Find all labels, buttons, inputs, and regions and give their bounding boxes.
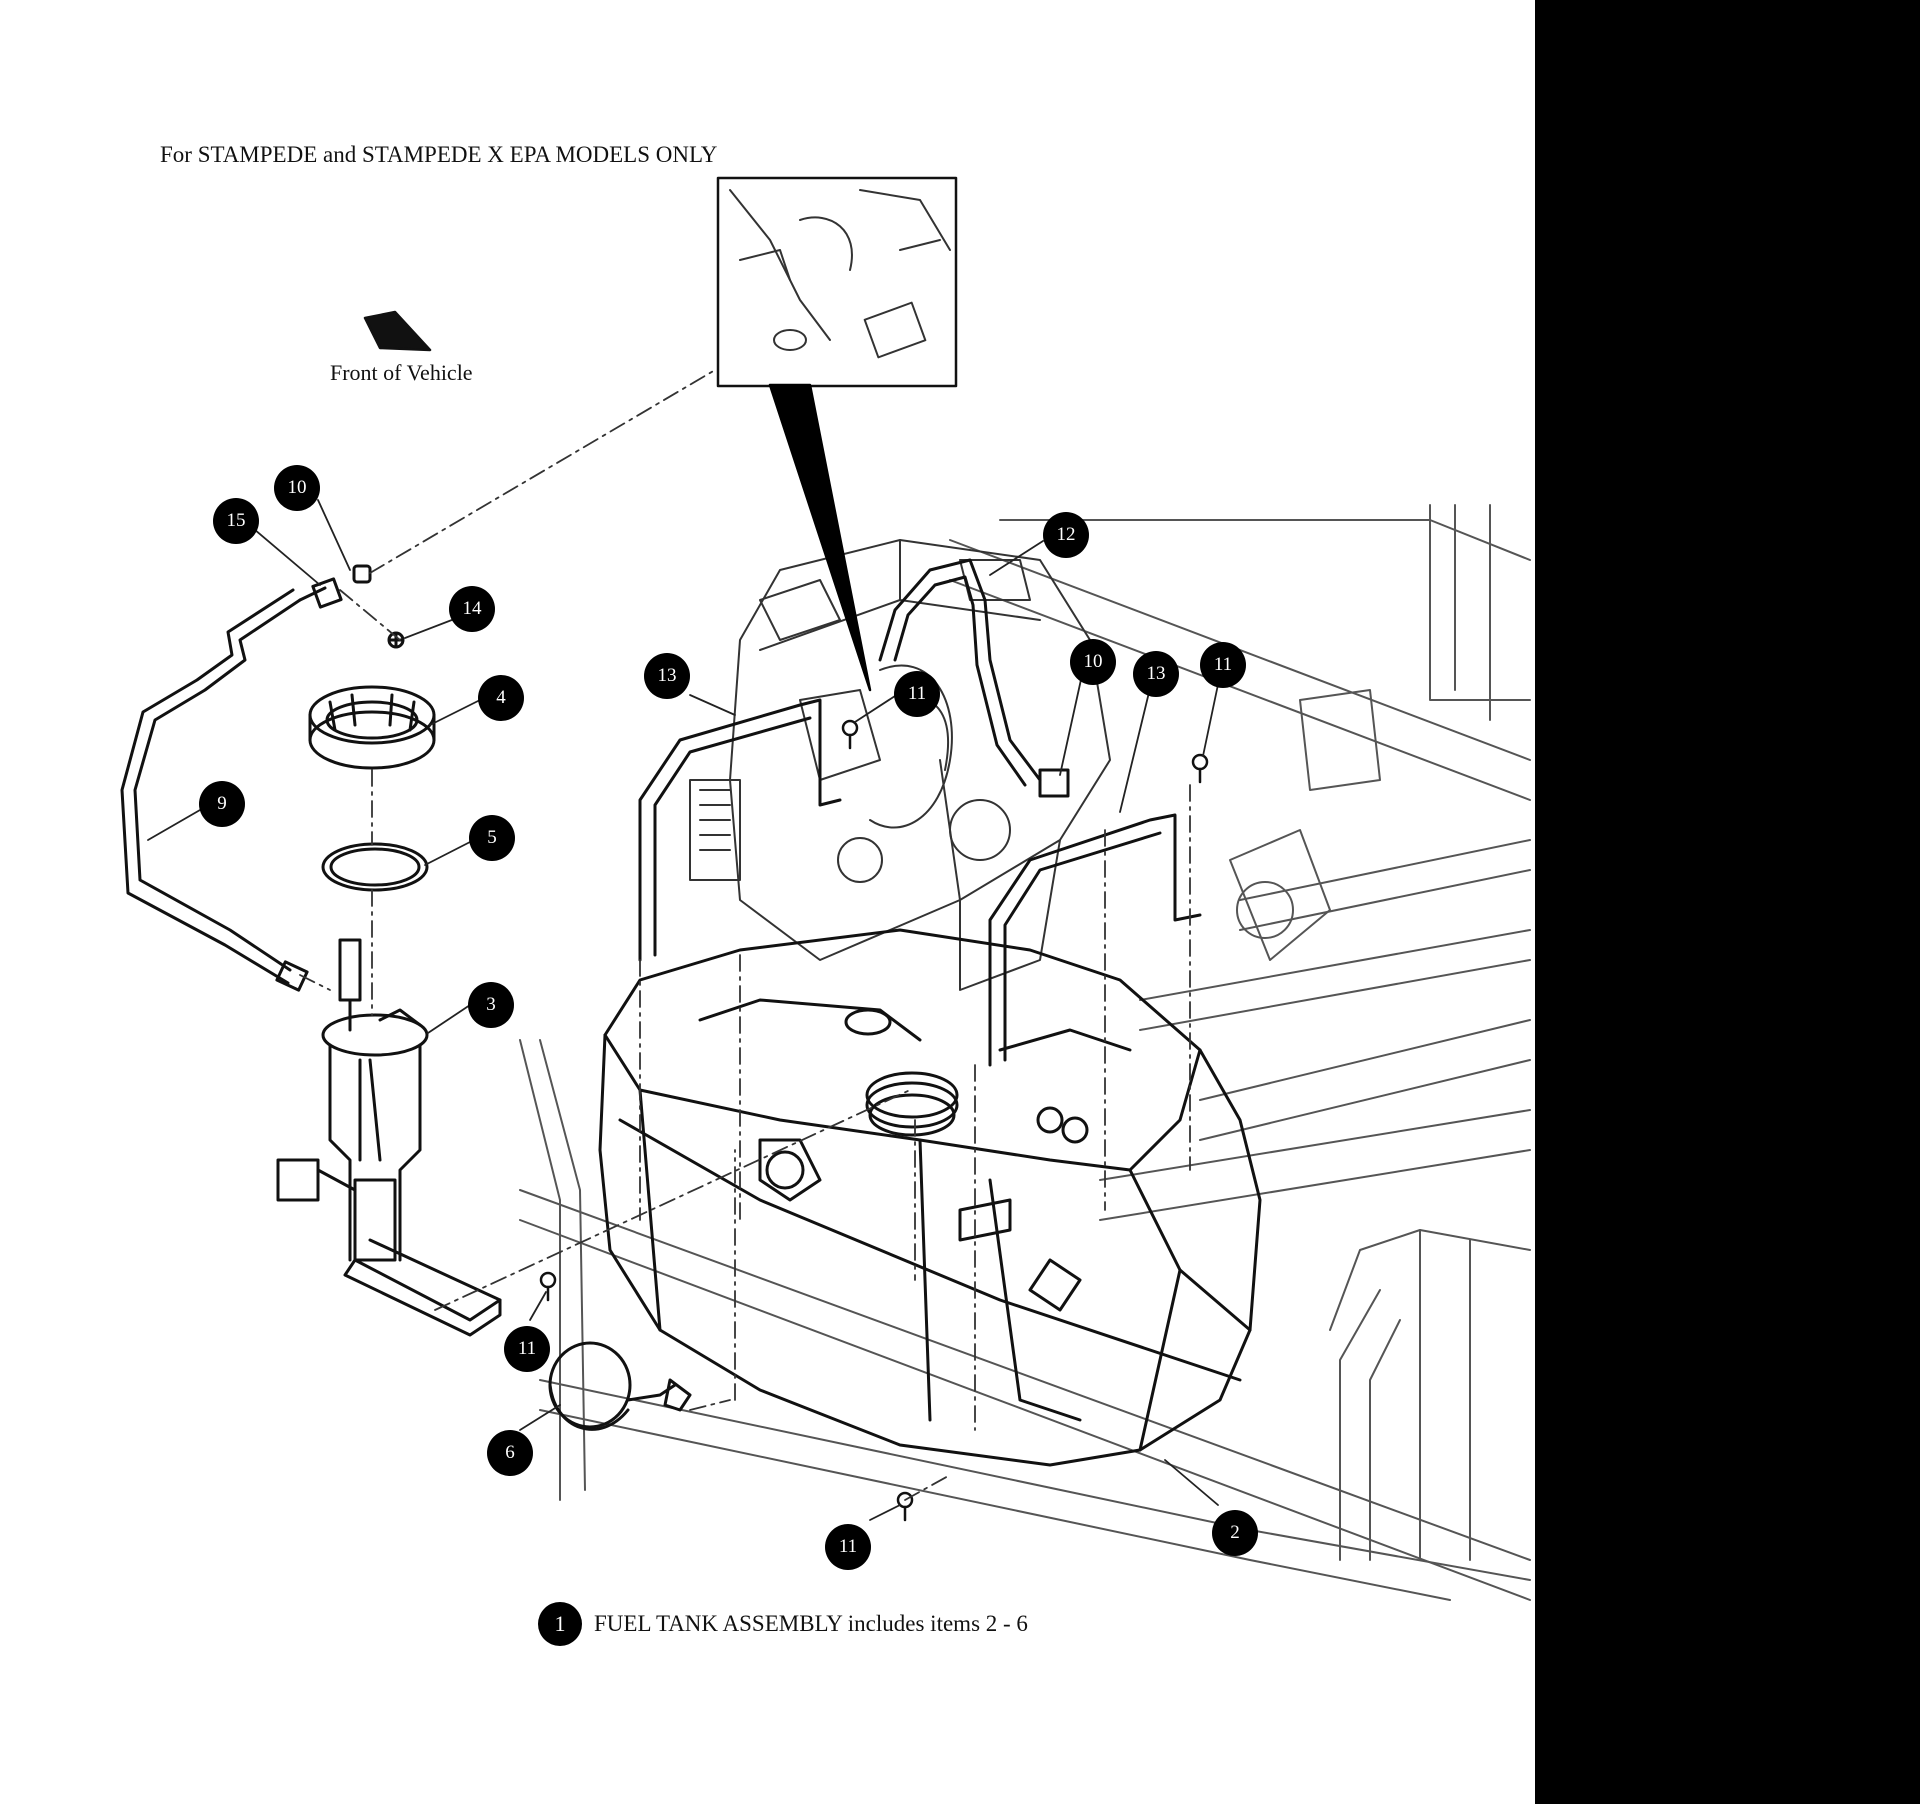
front-arrow xyxy=(363,310,432,352)
vehicle-frame xyxy=(519,504,1531,1601)
callout-10: 10 xyxy=(1070,639,1116,685)
callout-13: 13 xyxy=(1133,651,1179,697)
callout-6: 6 xyxy=(487,1430,533,1476)
gasket xyxy=(321,842,429,892)
callout-4: 4 xyxy=(478,675,524,721)
engine-block xyxy=(689,539,1111,991)
callout-5: 5 xyxy=(469,815,515,861)
fuel-hose xyxy=(878,558,1070,798)
callout-3: 3 xyxy=(468,982,514,1028)
hose-fittings xyxy=(311,564,405,649)
vent-hose xyxy=(120,586,327,992)
model-applicability-note: For STAMPEDE and STAMPEDE X EPA MODELS O… xyxy=(160,142,718,167)
legend-text: FUEL TANK ASSEMBLY includes items 2 - 6 xyxy=(594,1611,1028,1636)
callout-10: 10 xyxy=(274,465,320,511)
page-margin xyxy=(1535,0,1920,1804)
callout-11: 11 xyxy=(504,1326,550,1372)
exploded-parts-drawing xyxy=(120,176,1531,1601)
callout-11: 11 xyxy=(1200,642,1246,688)
callout-9: 9 xyxy=(199,781,245,827)
fuel-pump xyxy=(276,938,502,1337)
diagram-page: For STAMPEDE and STAMPEDE X EPA MODELS O… xyxy=(120,142,1531,1646)
lock-ring xyxy=(308,685,436,770)
callout-11: 11 xyxy=(825,1524,871,1570)
fuel-tank xyxy=(598,928,1262,1467)
callout-14: 14 xyxy=(449,586,495,632)
callout-11: 11 xyxy=(894,671,940,717)
hold-down-straps xyxy=(638,698,1202,1067)
assembly-legend: 1 FUEL TANK ASSEMBLY includes items 2 - … xyxy=(538,1602,1028,1646)
inset-pointer xyxy=(768,383,872,692)
leader-lines xyxy=(147,499,1221,1521)
screws xyxy=(539,719,1209,1522)
callout-13: 13 xyxy=(644,653,690,699)
fuel-cap xyxy=(548,1341,692,1431)
assembly-lines xyxy=(299,369,1191,1501)
legend-badge: 1 xyxy=(538,1602,582,1646)
callout-2: 2 xyxy=(1212,1510,1258,1556)
callout-12: 12 xyxy=(1043,512,1089,558)
callout-15: 15 xyxy=(213,498,259,544)
front-of-vehicle-label: Front of Vehicle xyxy=(330,360,473,385)
inset-detail xyxy=(716,176,958,388)
